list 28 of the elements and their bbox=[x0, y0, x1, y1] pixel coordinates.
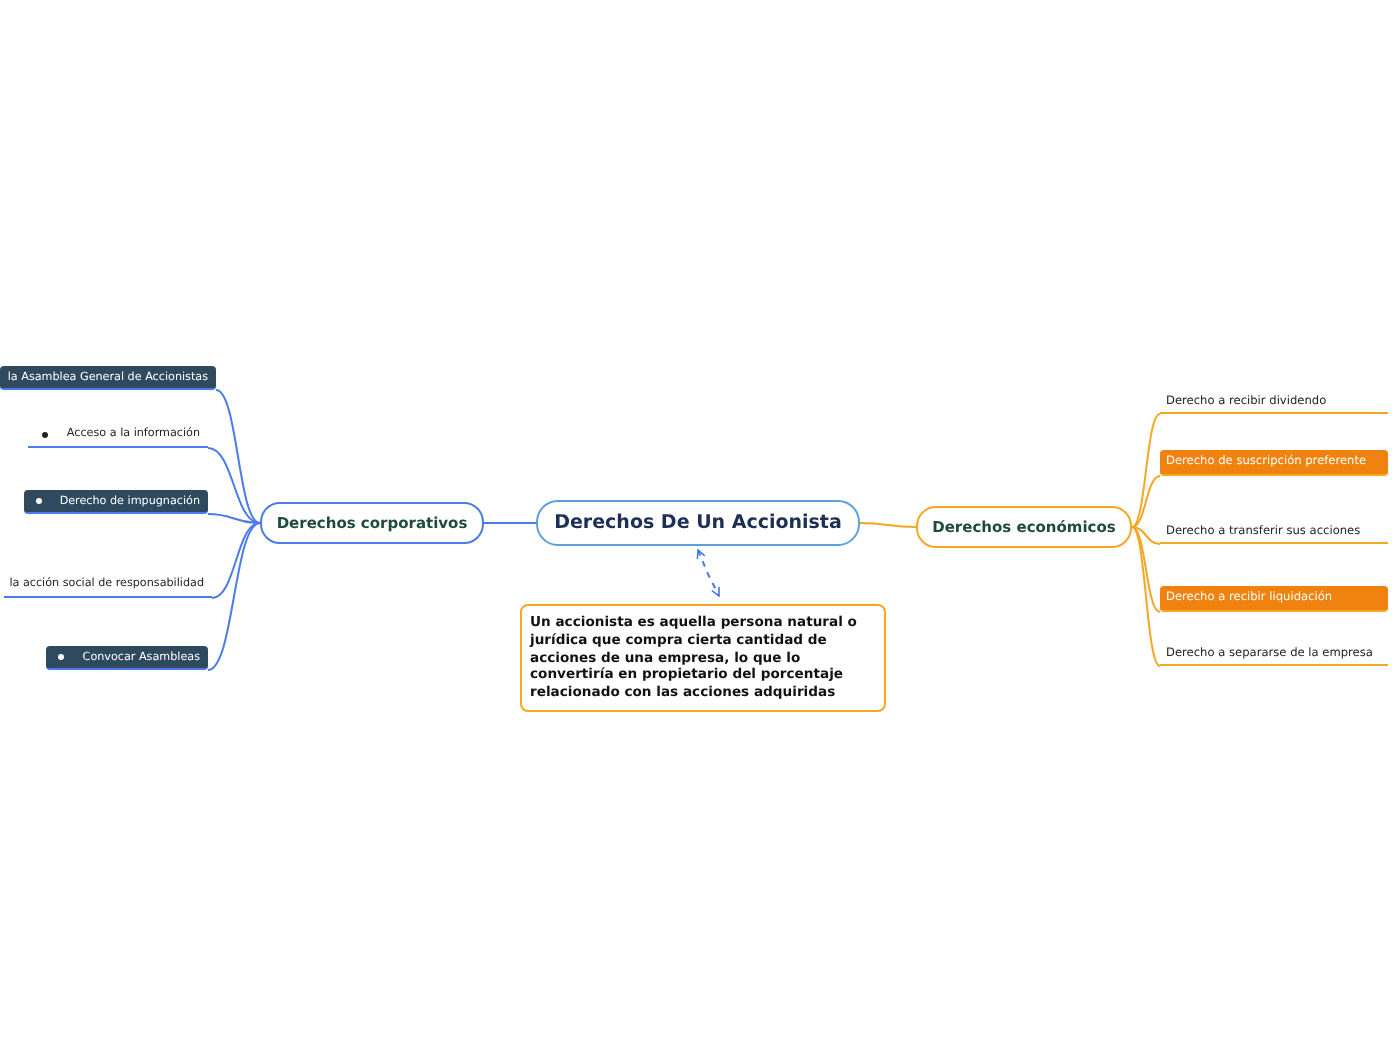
subtopic-node bbox=[24, 490, 208, 514]
connector-line bbox=[211, 522, 261, 599]
subtopic-node bbox=[1160, 450, 1388, 476]
subtopic-node bbox=[4, 572, 212, 598]
connector-line bbox=[207, 513, 261, 524]
central-topic-node bbox=[536, 500, 860, 546]
connector-line bbox=[1131, 526, 1161, 667]
subtopic-node bbox=[1160, 642, 1388, 666]
subtopic-node bbox=[0, 366, 216, 390]
connector-line bbox=[859, 522, 917, 528]
subtopic-node bbox=[28, 422, 208, 448]
connector-line bbox=[1131, 526, 1161, 613]
topic-label: Derechos De Un Accionista bbox=[554, 512, 842, 534]
main-topic-node bbox=[260, 502, 484, 544]
note-box bbox=[520, 604, 886, 712]
connector-line bbox=[1131, 413, 1161, 528]
connector-line bbox=[215, 389, 261, 524]
connector-line bbox=[1131, 526, 1161, 545]
dashed-connector bbox=[696, 549, 720, 597]
subtopic-node bbox=[46, 646, 208, 670]
connector-line bbox=[207, 522, 261, 671]
connector-line bbox=[207, 447, 261, 524]
connector-line bbox=[1131, 475, 1161, 528]
subtopic-node bbox=[1160, 390, 1388, 414]
connector-line bbox=[483, 522, 537, 524]
main-topic-node bbox=[916, 506, 1132, 548]
subtopic-node bbox=[1160, 520, 1388, 544]
subtopic-node bbox=[1160, 586, 1388, 612]
